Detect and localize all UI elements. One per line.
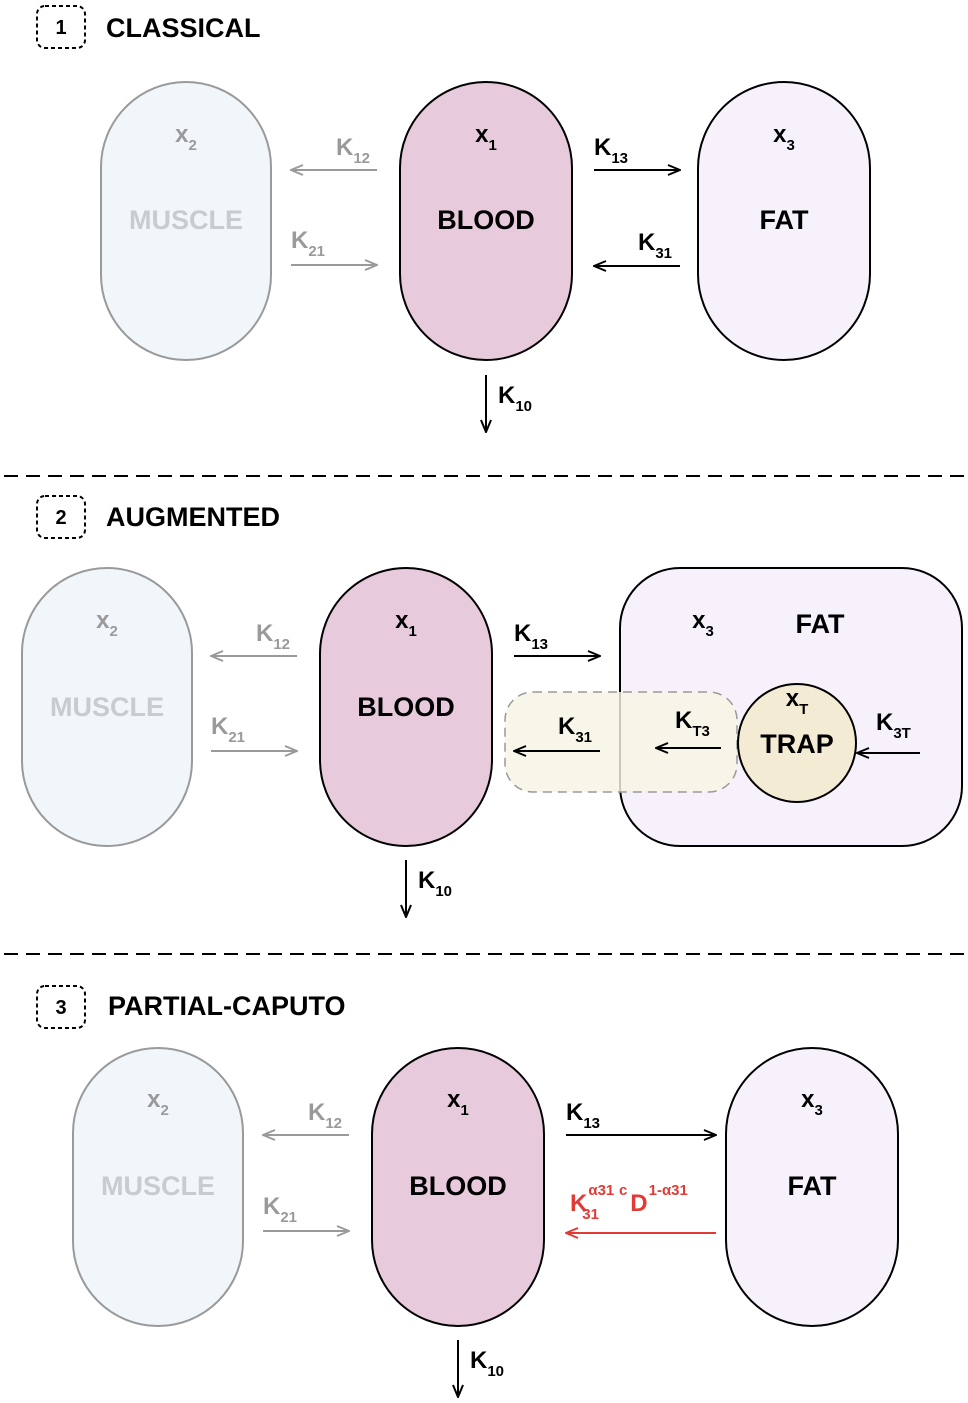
- kt3-label: KT3: [675, 707, 710, 740]
- section-number: 1: [55, 17, 66, 39]
- trap-compartment: [737, 683, 857, 803]
- blood-label: BLOOD: [409, 1171, 507, 1201]
- section-number: 3: [55, 997, 66, 1019]
- k13-label: K13: [566, 1099, 600, 1132]
- trap-label: TRAP: [760, 729, 834, 759]
- muscle-variable: x2: [147, 1086, 169, 1119]
- section-title: CLASSICAL: [106, 13, 261, 43]
- fat-compartment: [697, 81, 871, 361]
- k12-label: K12: [336, 134, 370, 167]
- fat-label: FAT: [788, 1171, 837, 1201]
- k12-label: K12: [256, 620, 290, 653]
- fat-compartment: [725, 1047, 899, 1327]
- fat-label: FAT: [760, 205, 809, 235]
- section-title: AUGMENTED: [106, 502, 280, 532]
- blood-variable: x1: [475, 121, 497, 154]
- k10-label: K10: [418, 867, 452, 900]
- muscle-label: MUSCLE: [101, 1171, 215, 1201]
- blood-compartment: [319, 567, 493, 847]
- blood-label: BLOOD: [357, 692, 455, 722]
- k31-label: K31: [558, 713, 592, 746]
- k10-label: K10: [470, 1347, 504, 1380]
- k31-highlight-band: [504, 691, 738, 793]
- blood-compartment: [371, 1047, 545, 1327]
- trap-variable: xT: [786, 685, 809, 718]
- k21-label: K21: [291, 227, 325, 260]
- k31-label: K31: [638, 229, 672, 262]
- muscle-variable: x2: [96, 607, 118, 640]
- blood-label: BLOOD: [437, 205, 535, 235]
- section-title: PARTIAL-CAPUTO: [108, 991, 346, 1021]
- fat-label: FAT: [796, 609, 845, 639]
- k21-label: K21: [211, 713, 245, 746]
- section-number-badge: [36, 5, 86, 49]
- muscle-variable: x2: [175, 121, 197, 154]
- muscle-compartment: [21, 567, 193, 847]
- fat-variable: x3: [801, 1086, 823, 1119]
- section-augmented: 2 AUGMENTED x2 MUSCLE x1 BLOOD x3 FAT xT…: [21, 495, 963, 917]
- muscle-label: MUSCLE: [129, 205, 243, 235]
- section-number-badge: [36, 985, 86, 1029]
- k12-label: K12: [308, 1099, 342, 1132]
- muscle-label: MUSCLE: [50, 692, 164, 722]
- blood-variable: x1: [395, 607, 417, 640]
- muscle-compartment: [100, 81, 272, 361]
- k21-label: K21: [263, 1193, 297, 1226]
- k3t-label: K3T: [876, 709, 911, 742]
- blood-compartment: [399, 81, 573, 361]
- fat-variable: x3: [692, 607, 714, 640]
- section-number-badge: [36, 495, 86, 539]
- section-classical: 1 CLASSICAL x2 MUSCLE x1 BLOOD x3 FAT K1…: [36, 5, 871, 432]
- muscle-compartment: [72, 1047, 244, 1327]
- k10-label: K10: [498, 382, 532, 415]
- section-number: 2: [55, 507, 66, 529]
- section-partial-caputo: 3 PARTIAL-CAPUTO x2 MUSCLE x1 BLOOD x3 F…: [36, 985, 899, 1397]
- blood-variable: x1: [447, 1086, 469, 1119]
- k13-label: K13: [594, 134, 628, 167]
- k13-label: K13: [514, 620, 548, 653]
- fat-variable: x3: [773, 121, 795, 154]
